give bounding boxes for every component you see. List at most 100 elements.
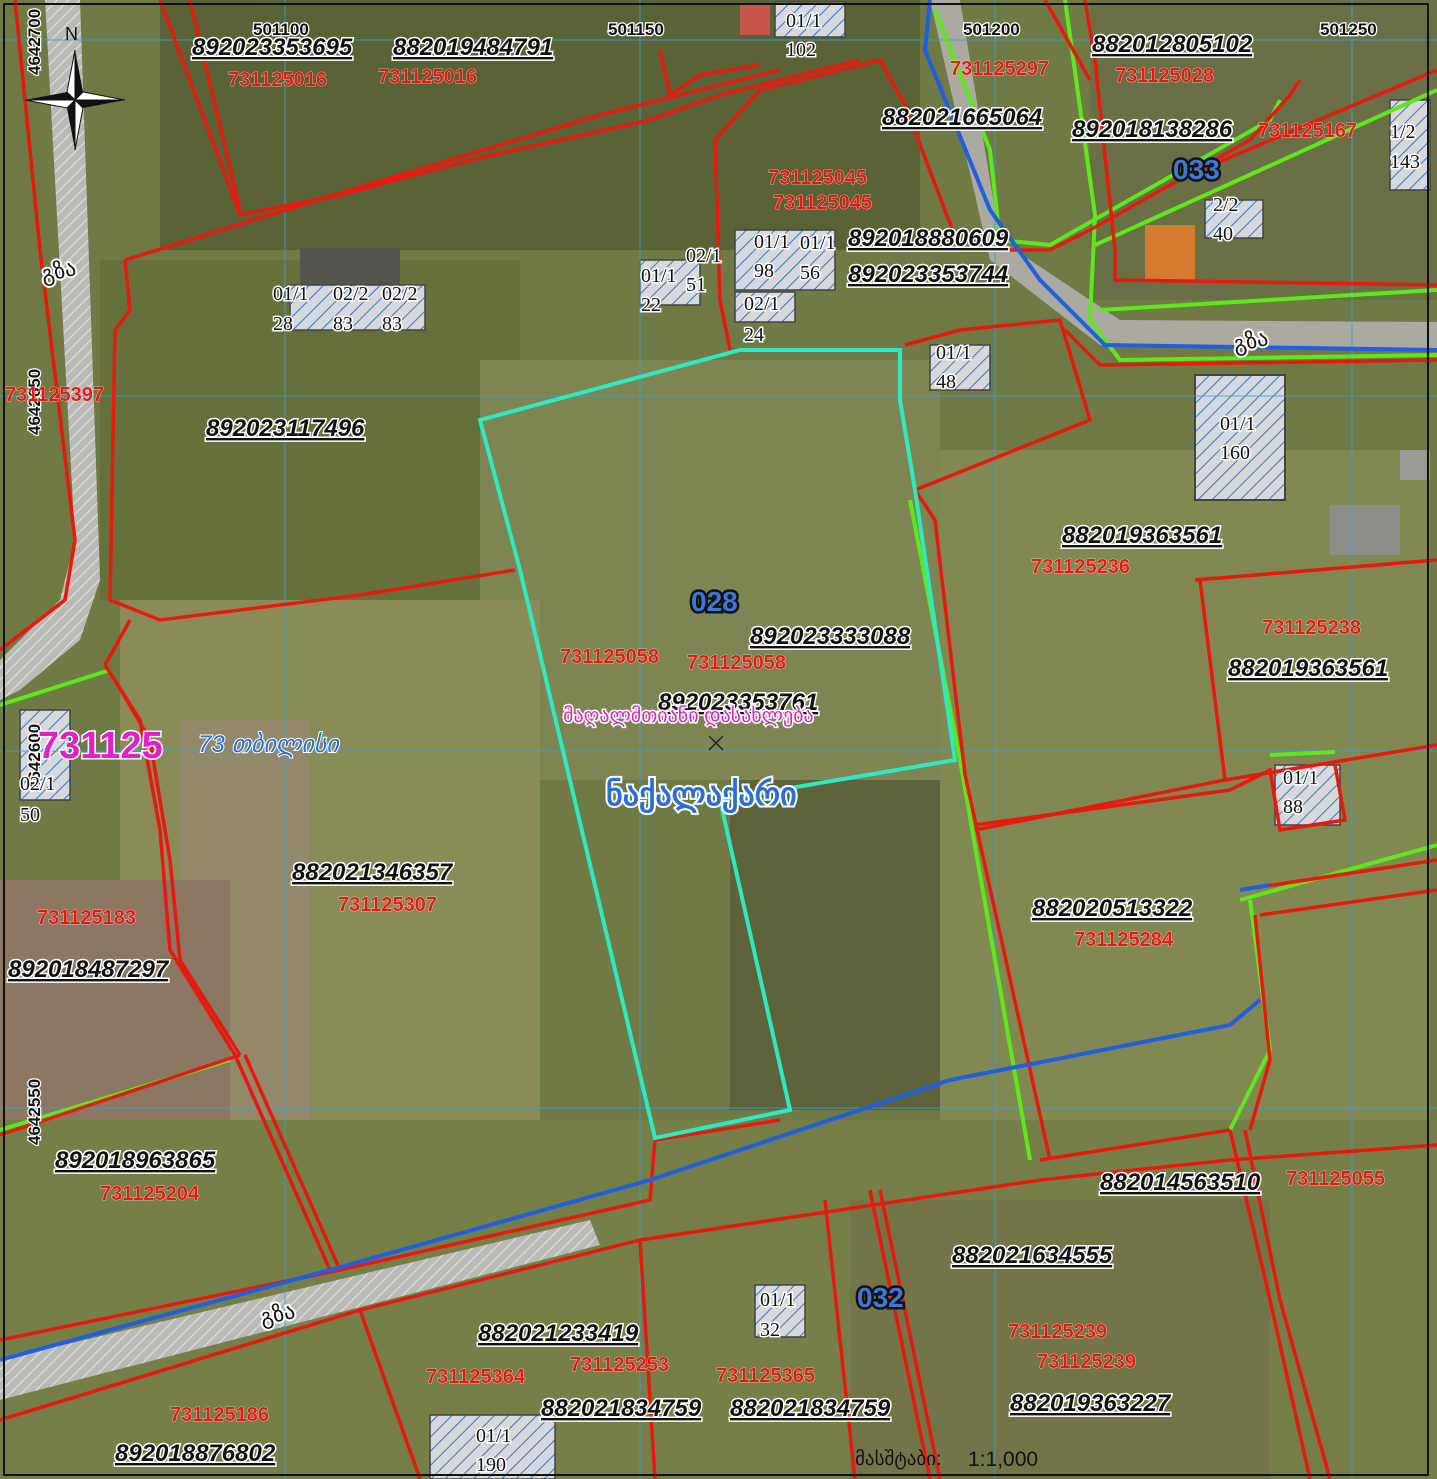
cadastral-code: 731125045 xyxy=(768,167,867,189)
parcel-code: 892023353744 xyxy=(848,261,1008,288)
building-label-top: 02/1 xyxy=(20,773,56,795)
building-label-top: 01/1 xyxy=(786,10,822,32)
cadastral-code: 731125183 xyxy=(37,907,136,929)
grid-x-label: 501200 xyxy=(963,20,1020,39)
parcel-code: 882021233419 xyxy=(478,1320,639,1347)
cadastral-code: 731125397 xyxy=(5,384,104,406)
scale-value: 1:1,000 xyxy=(968,1448,1038,1471)
building-label-top: 01/1 xyxy=(760,1289,796,1311)
parcel-code: 892018876802 xyxy=(115,1440,276,1467)
block-labels: 028 033 032 xyxy=(689,152,1223,1316)
parcel-code: 882021346357 xyxy=(292,859,454,886)
zone-code: 731125 xyxy=(38,725,163,767)
building-label-top: 01/1 xyxy=(936,342,972,364)
building-label-top: 01/1 xyxy=(754,231,790,253)
building-labels: 01/1 102 1/2 143 2/2 40 01/1 28 02/2 83 … xyxy=(19,9,1422,1478)
parcel-code: 892018138286 xyxy=(1072,116,1233,143)
building-label-bottom: 160 xyxy=(1220,442,1250,464)
cadastral-code: 731125058 xyxy=(560,646,659,668)
building-label-bottom: 24 xyxy=(744,324,764,346)
locality-name: ნაქალაქარი xyxy=(606,776,797,814)
parcel-code: 882019363561 xyxy=(1228,655,1388,682)
north-label: N xyxy=(65,24,78,44)
building-label-bottom: 51 xyxy=(686,274,706,296)
parcel-code: 892023333088 xyxy=(750,623,911,650)
building-label-top: 01/1 xyxy=(1283,767,1319,789)
building-label-bottom: 40 xyxy=(1213,223,1233,245)
locality-type: მაღალმთიანი დასახლება xyxy=(563,705,814,727)
scale-label: მასშტაბი: xyxy=(855,1449,941,1470)
grid-y-label: 4642700 xyxy=(25,9,44,75)
grid-x-label: 501250 xyxy=(1320,20,1377,39)
grid-y-label: 4642650 xyxy=(25,369,44,435)
road-labels: გზა გზა გზა xyxy=(37,253,1273,1333)
building-label-top: 01/1 xyxy=(476,1425,512,1447)
parcel-code: 892018487297 xyxy=(8,956,170,983)
cadastral-code-labels: 731125016 731125016 731125297 731125028 … xyxy=(5,58,1386,1427)
parcel-code: 892023353695 xyxy=(192,34,353,61)
building-label-bottom: 28 xyxy=(273,313,293,335)
building-label-bottom: 98 xyxy=(754,260,774,282)
grid-y-label: 4642550 xyxy=(25,1079,44,1145)
block-number: 033 xyxy=(1173,154,1220,185)
grid-y-label: 4642600 xyxy=(25,724,44,790)
center-marker-icon xyxy=(708,735,724,751)
building-label-top: 02/1 xyxy=(744,293,780,315)
building-label-bottom: 190 xyxy=(476,1454,506,1476)
cadastral-code: 731125028 xyxy=(1115,65,1214,87)
road-centerlines xyxy=(0,0,1437,1362)
building-label-top: 01/1 xyxy=(641,265,677,287)
cadastral-code: 731125307 xyxy=(338,894,437,916)
building-label-bottom: 48 xyxy=(936,371,956,393)
building-label-top: 02/2 xyxy=(382,283,418,305)
building-label-top: 1/2 xyxy=(1390,121,1416,143)
parcel-code: 882021834759 xyxy=(730,1395,891,1422)
block-number: 032 xyxy=(857,1282,904,1313)
parcel-code: 882021665064 xyxy=(882,104,1042,131)
building-label-bottom: 50 xyxy=(20,804,40,826)
cadastral-code: 731125364 xyxy=(426,1366,526,1388)
parcel-code: 882019363227 xyxy=(1010,1390,1172,1417)
building-label-bottom: 83 xyxy=(333,313,353,335)
map-frame xyxy=(3,3,1429,1476)
parcel-code: 892023353761 xyxy=(658,689,818,716)
building-label-top: 01/1 xyxy=(273,283,309,305)
grid-x-label: 501100 xyxy=(253,20,309,39)
parcel-code: 882021834759 xyxy=(541,1395,702,1422)
building-label-top: 02/1 xyxy=(686,245,722,267)
parcel-code: 892023117496 xyxy=(206,415,365,442)
cadastral-code: 731125186 xyxy=(170,1404,269,1426)
building-label-bottom: 56 xyxy=(800,262,820,284)
parcel-code: 882012805102 xyxy=(1092,31,1253,58)
building-label-bottom: 102 xyxy=(786,39,816,61)
cadastral-code: 731125016 xyxy=(228,69,327,91)
building-label-bottom: 32 xyxy=(760,1319,780,1341)
north-arrow-icon xyxy=(24,49,126,151)
building-label-top: 01/1 xyxy=(800,232,836,254)
building-label-bottom: 83 xyxy=(382,313,402,335)
building-label-top: 02/2 xyxy=(333,283,369,305)
grid-labels: 501100 501150 501200 501250 4642700 4642… xyxy=(24,8,1378,1147)
parcel-code: 882019484791 xyxy=(393,34,553,61)
building-label-bottom: 88 xyxy=(1283,796,1303,818)
building-label-top: 01/1 xyxy=(1220,413,1256,435)
parcel-code: 882014563510 xyxy=(1100,1169,1261,1196)
parcel-code: 882021634555 xyxy=(952,1242,1113,1269)
cadastral-code: 731125239 xyxy=(1037,1351,1136,1373)
cadastral-code: 731125055 xyxy=(1286,1168,1385,1190)
building-label-top: 2/2 xyxy=(1213,194,1239,216)
cadastral-code: 731125365 xyxy=(716,1365,815,1387)
grid-x-label: 501150 xyxy=(608,20,664,39)
cadastral-code: 731125253 xyxy=(570,1354,669,1376)
parcel-code: 882019363561 xyxy=(1062,522,1222,549)
subject-parcel xyxy=(477,348,958,1141)
cadastral-code: 731125204 xyxy=(100,1183,200,1205)
cadastral-code: 731125045 xyxy=(773,192,872,214)
parcel-code: 892018880609 xyxy=(848,225,1009,252)
cadastral-code: 731125297 xyxy=(950,58,1049,80)
cadastral-code: 731125058 xyxy=(687,652,786,674)
block-number: 028 xyxy=(691,586,738,617)
